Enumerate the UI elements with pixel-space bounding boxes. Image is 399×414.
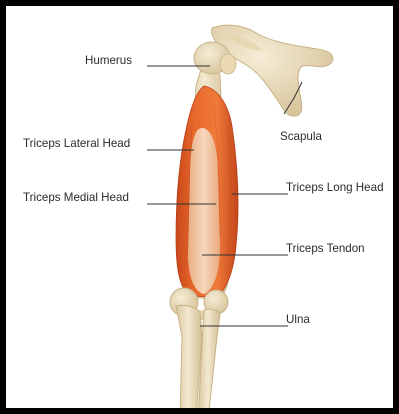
label-triceps-medial-head: Triceps Medial Head [23, 191, 129, 205]
label-ulna: Ulna [286, 313, 310, 327]
label-triceps-lateral-head: Triceps Lateral Head [23, 137, 130, 151]
label-scapula: Scapula [280, 130, 322, 144]
label-triceps-long-head: Triceps Long Head [286, 181, 384, 195]
label-triceps-tendon: Triceps Tendon [286, 242, 365, 256]
arm-illustration [6, 6, 399, 414]
triceps-tendon [188, 128, 220, 294]
ulna-bone [176, 305, 202, 414]
label-humerus: Humerus [85, 54, 132, 68]
